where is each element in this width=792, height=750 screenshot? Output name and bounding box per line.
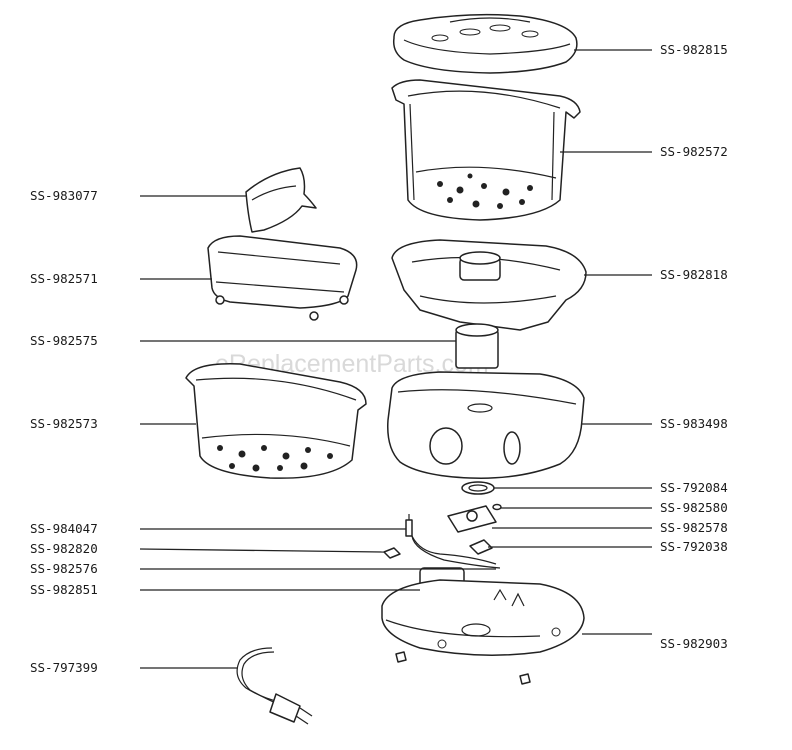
part-label-984047: SS-984047 [30, 521, 98, 536]
part-label-982575: SS-982575 [30, 333, 98, 348]
part-label-982818: SS-982818 [660, 267, 728, 282]
part-labels: SS-982815 SS-982572 SS-983077 SS-982571 … [30, 42, 728, 675]
base [381, 579, 585, 685]
part-label-982571: SS-982571 [30, 271, 98, 286]
part-label-982815: SS-982815 [660, 42, 728, 57]
upper-steam-bowl [391, 79, 581, 221]
part-label-983498: SS-983498 [660, 416, 728, 431]
part-label-797399: SS-797399 [30, 660, 98, 675]
part-label-982576: SS-982576 [30, 561, 98, 576]
reservoir-housing [387, 371, 585, 479]
part-label-983077: SS-983077 [30, 188, 98, 203]
drip-tray [391, 239, 587, 331]
screw [492, 503, 502, 511]
part-label-982572: SS-982572 [660, 144, 728, 159]
rice-bowl [207, 235, 358, 321]
leader-line [139, 548, 385, 553]
connector-tube [455, 323, 499, 369]
gasket [461, 481, 495, 495]
part-label-792084: SS-792084 [660, 480, 728, 495]
thermostat-plate [447, 505, 497, 533]
rice-bowl-handle [245, 167, 317, 233]
part-label-982820: SS-982820 [30, 541, 98, 556]
part-label-982578: SS-982578 [660, 520, 728, 535]
leader-lines [139, 49, 652, 669]
steamer-lid [392, 13, 578, 74]
part-label-982580: SS-982580 [660, 500, 728, 515]
wire-harness [411, 535, 501, 569]
part-label-982573: SS-982573 [30, 416, 98, 431]
power-cord [236, 647, 313, 725]
connector [383, 547, 401, 559]
lower-steam-bowl [185, 363, 367, 479]
part-label-982903: SS-982903 [660, 636, 728, 651]
part-label-792038: SS-792038 [660, 539, 728, 554]
terminal-clip [405, 514, 413, 537]
switch-block [469, 539, 493, 555]
part-label-982851: SS-982851 [30, 582, 98, 597]
